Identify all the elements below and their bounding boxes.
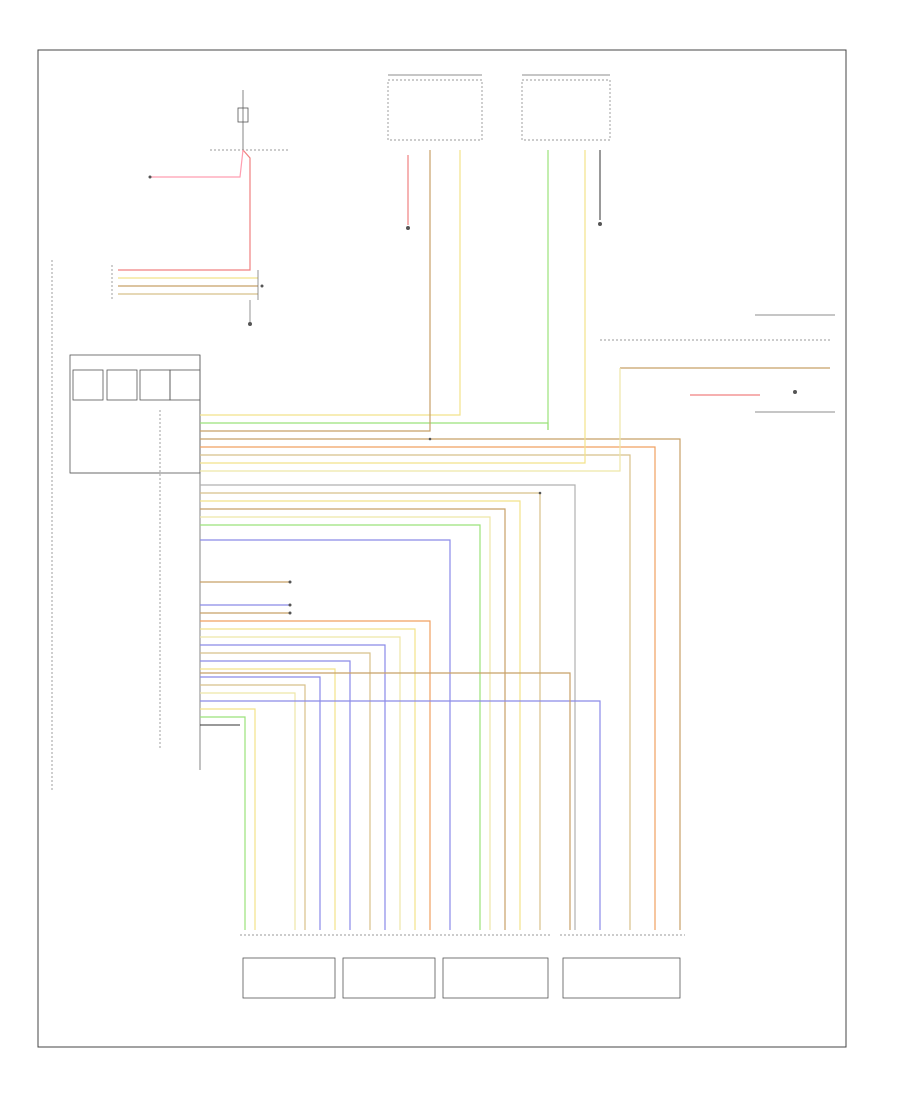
bottom-motors <box>240 934 685 999</box>
wire-red-feed <box>118 149 251 271</box>
connector-marks <box>288 437 542 615</box>
left-module <box>51 260 201 790</box>
wire-pink-feed <box>150 149 244 178</box>
top-mid-connectors <box>387 74 611 430</box>
right-module <box>600 314 835 413</box>
harness-upper <box>200 150 681 930</box>
harness-lower <box>200 581 601 930</box>
fuse-area <box>111 90 290 326</box>
diagram-border <box>37 49 847 1048</box>
